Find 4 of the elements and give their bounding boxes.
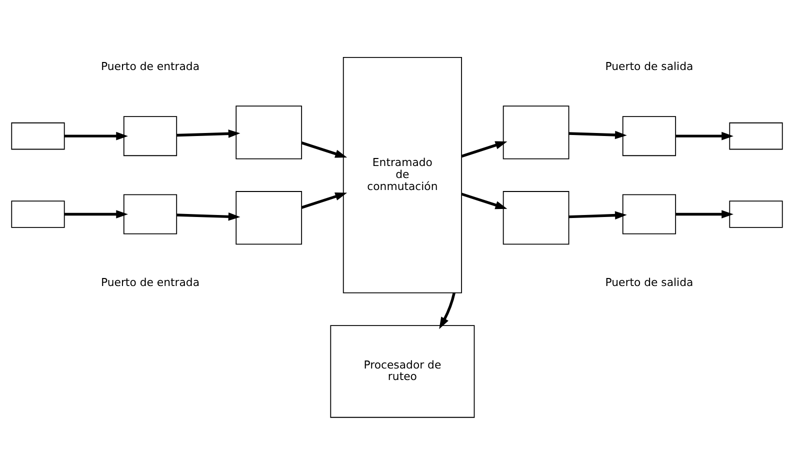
label: Puerto de salida: [605, 276, 694, 290]
label: Puerto de entrada: [100, 60, 200, 73]
label: Puerto de salida: [605, 60, 694, 73]
label: Puerto de entrada: [100, 276, 200, 290]
